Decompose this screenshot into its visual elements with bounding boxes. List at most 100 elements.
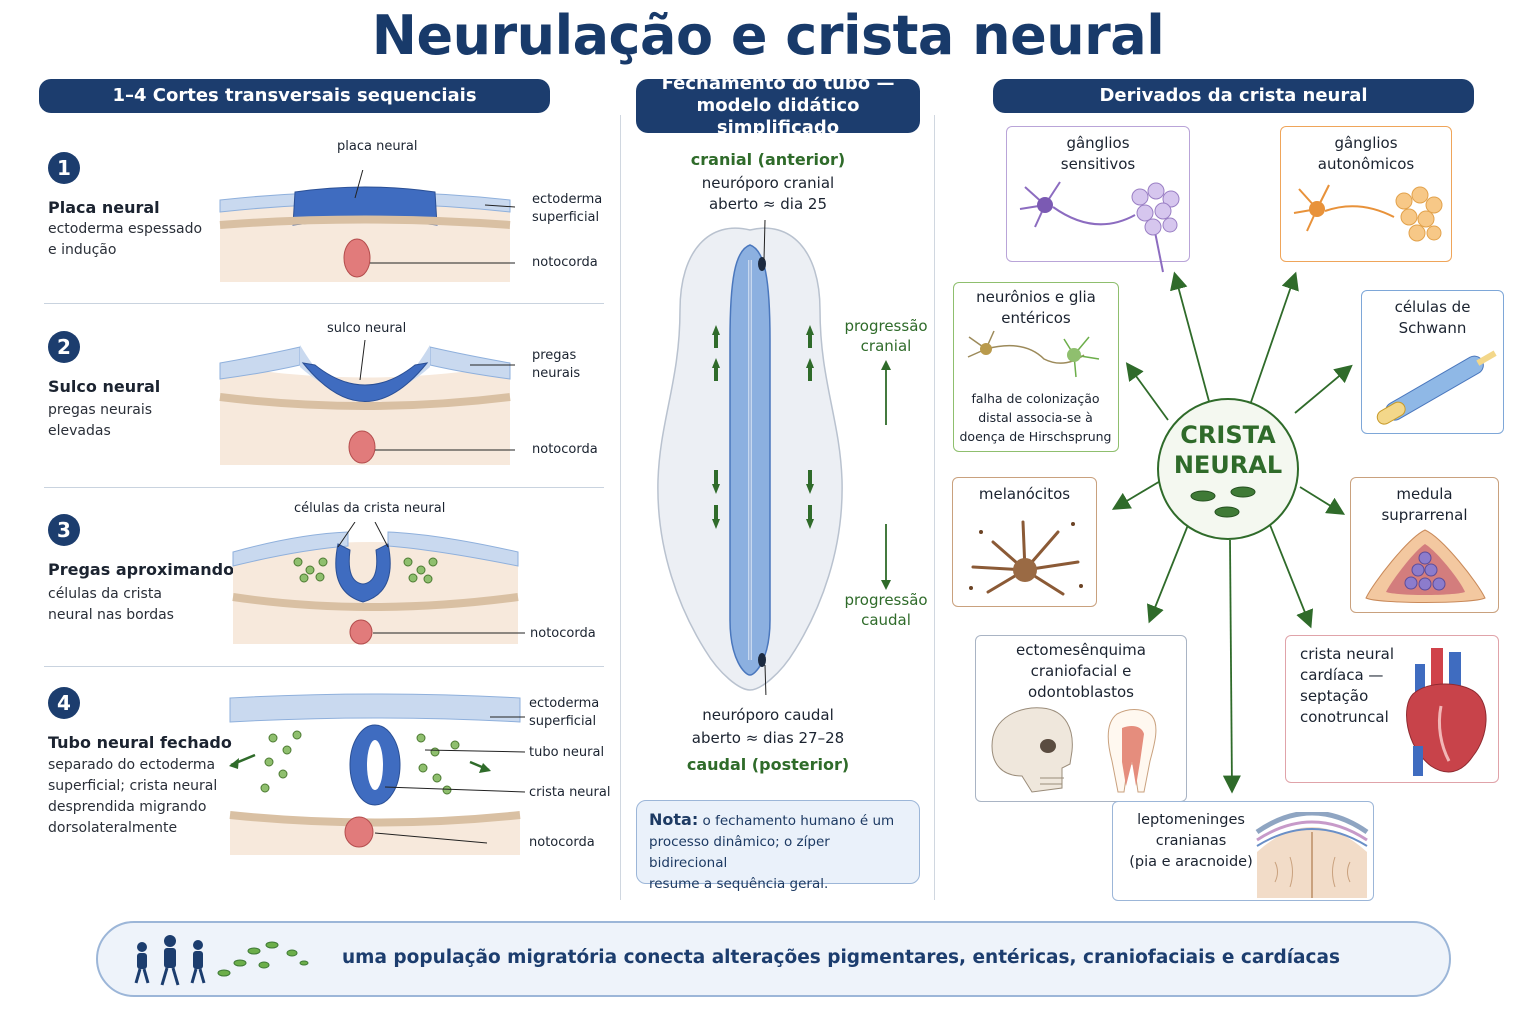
schwann-cell-icon bbox=[1376, 350, 1497, 425]
progression-caudal-arrow bbox=[881, 524, 891, 590]
meninges-line: leptomeninges bbox=[1137, 812, 1245, 828]
meninges-line: (pia e aracnoide) bbox=[1129, 854, 1253, 870]
box-cardiac: crista neural cardíaca — septação conotr… bbox=[1285, 635, 1499, 783]
footer-text: uma população migratória conecta alteraç… bbox=[342, 947, 1341, 968]
cardiac-line: cardíaca — bbox=[1300, 666, 1384, 684]
autonomic-neuron-icon bbox=[1293, 184, 1443, 242]
column-divider bbox=[934, 115, 935, 900]
stage-3-number: 3 bbox=[48, 514, 80, 546]
stage-3-desc-line: células da crista bbox=[48, 586, 162, 602]
stage-1-illustration bbox=[219, 170, 515, 282]
box-meninges: leptomeninges cranianas (pia e aracnoide… bbox=[1112, 801, 1374, 901]
note-text: resume a sequência geral. bbox=[649, 876, 829, 892]
note-bold: Nota: bbox=[649, 810, 699, 829]
stage-3-desc: células da crista neural nas bordas bbox=[48, 584, 174, 626]
sensory-line: gânglios bbox=[1066, 134, 1130, 152]
stage-1-number: 1 bbox=[48, 152, 80, 184]
neural-crest-hub: CRISTA NEURAL bbox=[1157, 398, 1299, 540]
caudal-pore-line2: aberto ≈ dias 27–28 bbox=[691, 729, 845, 747]
stage-1-label-top: placa neural bbox=[337, 139, 418, 154]
stage-1-label-r2: notocorda bbox=[532, 255, 598, 270]
crest-cells-icon bbox=[1190, 486, 1256, 518]
box-autonomic-ganglia: gânglios autonômicos bbox=[1280, 126, 1452, 262]
enteric-note-line: falha de colonização bbox=[971, 391, 1100, 406]
adrenal-icon bbox=[1365, 529, 1486, 603]
progression-cranial-line: progressão bbox=[844, 317, 928, 335]
stage-4-desc-line: dorsolateralmente bbox=[48, 820, 178, 836]
stage-1-title: Placa neural bbox=[48, 198, 160, 217]
ectomesenchyme-line: odontoblastos bbox=[1027, 683, 1134, 701]
stage-3-illustration bbox=[232, 522, 525, 645]
skull-tooth-icon bbox=[991, 707, 1157, 793]
enteric-note: falha de colonização distal associa-se à… bbox=[954, 389, 1117, 446]
stage-3-label-top: células da crista neural bbox=[294, 501, 446, 516]
stage-1-desc-line: e indução bbox=[48, 242, 117, 258]
progression-cranial-label: progressão cranial bbox=[840, 316, 932, 356]
note-text: processo dinâmico; o zíper bidirecional bbox=[649, 834, 830, 871]
closure-header: Fechamento do tubo — modelo didático sim… bbox=[636, 73, 920, 138]
stage-4-title: Tubo neural fechado bbox=[48, 733, 232, 752]
sections-header: 1–4 Cortes transversais sequenciais bbox=[39, 79, 550, 113]
stage-2-illustration bbox=[219, 339, 515, 465]
autonomic-line: gânglios bbox=[1334, 134, 1398, 152]
cardiac-text: crista neural cardíaca — septação conotr… bbox=[1300, 644, 1394, 728]
stage-1-desc-line: ectoderma espessado bbox=[48, 221, 203, 237]
autonomic-line: autonômicos bbox=[1317, 155, 1415, 173]
progression-cranial-arrow bbox=[881, 360, 891, 425]
stage-2-desc-line: pregas neurais bbox=[48, 402, 153, 418]
caudal-pore-line1: neuróporo caudal bbox=[702, 706, 834, 724]
box-melanocytes: melanócitos bbox=[952, 477, 1097, 607]
ectomesenchyme-line: craniofacial e bbox=[1030, 662, 1132, 680]
stage-4-desc-line: superficial; crista neural bbox=[48, 778, 218, 794]
cranial-pore-line2: aberto ≈ dia 25 bbox=[708, 195, 827, 213]
stage-2-title: Sulco neural bbox=[48, 377, 161, 396]
caudal-label: caudal (posterior) bbox=[686, 755, 850, 774]
stage-2-desc-line: elevadas bbox=[48, 423, 111, 439]
hub-line: CRISTA bbox=[1180, 421, 1276, 449]
sensory-line: sensitivos bbox=[1060, 155, 1136, 173]
cranial-label: cranial (anterior) bbox=[690, 150, 846, 169]
enteric-line: neurônios e glia bbox=[976, 288, 1096, 306]
progression-caudal-label: progressão caudal bbox=[840, 590, 932, 630]
progression-caudal-line: progressão bbox=[844, 591, 928, 609]
closure-header-line: modelo didático simplificado bbox=[696, 95, 860, 138]
stage-3-label-r2: notocorda bbox=[530, 626, 596, 641]
stage-4-label-r1b: superficial bbox=[529, 714, 597, 729]
stage-1-desc: ectoderma espessado e indução bbox=[48, 219, 202, 261]
box-ectomesenchyme: ectomesênquima craniofacial e odontoblas… bbox=[975, 635, 1187, 802]
adrenal-line: suprarrenal bbox=[1381, 506, 1468, 524]
sensory-neuron-icon bbox=[1019, 181, 1180, 273]
stage-4-label-r3: crista neural bbox=[529, 785, 611, 800]
embryo-illustration bbox=[657, 220, 843, 695]
stage-3-desc-line: neural nas bordas bbox=[48, 607, 174, 623]
enteric-neurons-icon bbox=[967, 330, 1100, 378]
stage-1-label-r1a: ectoderma bbox=[532, 192, 603, 207]
stage-4-illustration bbox=[229, 693, 525, 855]
stage-4-number: 4 bbox=[48, 687, 80, 719]
box-enteric: neurônios e glia entéricos falha de colo… bbox=[953, 282, 1119, 452]
stage-4-label-r1a: ectoderma bbox=[529, 696, 600, 711]
derivatives-header: Derivados da crista neural bbox=[993, 79, 1474, 113]
meninges-icon bbox=[1255, 812, 1369, 898]
divider bbox=[44, 487, 604, 488]
hub-line: NEURAL bbox=[1173, 451, 1283, 479]
progression-cranial-line: cranial bbox=[860, 337, 912, 355]
schwann-line: células de bbox=[1394, 298, 1471, 316]
enteric-note-line: doença de Hirschsprung bbox=[959, 429, 1112, 444]
stage-1-label-r1b: superficial bbox=[532, 210, 600, 225]
meninges-text: leptomeninges cranianas (pia e aracnoide… bbox=[1121, 810, 1261, 873]
box-sensory-ganglia: gânglios sensitivos bbox=[1006, 126, 1190, 273]
page-title: Neurulação e crista neural bbox=[371, 4, 1165, 67]
stage-2-label-r1a: pregas bbox=[532, 348, 577, 363]
stage-2-label-r1b: neurais bbox=[532, 366, 581, 381]
melanocyte-icon bbox=[969, 520, 1083, 596]
box-schwann: células de Schwann bbox=[1361, 290, 1504, 434]
stage-2-label-r2: notocorda bbox=[532, 442, 598, 457]
enteric-line: entéricos bbox=[1001, 309, 1071, 327]
stage-3-title: Pregas aproximando-se bbox=[48, 560, 262, 579]
closure-header-line: Fechamento do tubo — bbox=[661, 73, 895, 94]
divider bbox=[44, 666, 604, 667]
note-text: o fechamento humano é um bbox=[698, 813, 895, 829]
cardiac-line: septação bbox=[1300, 687, 1369, 705]
stage-2-label-top: sulco neural bbox=[327, 321, 407, 336]
